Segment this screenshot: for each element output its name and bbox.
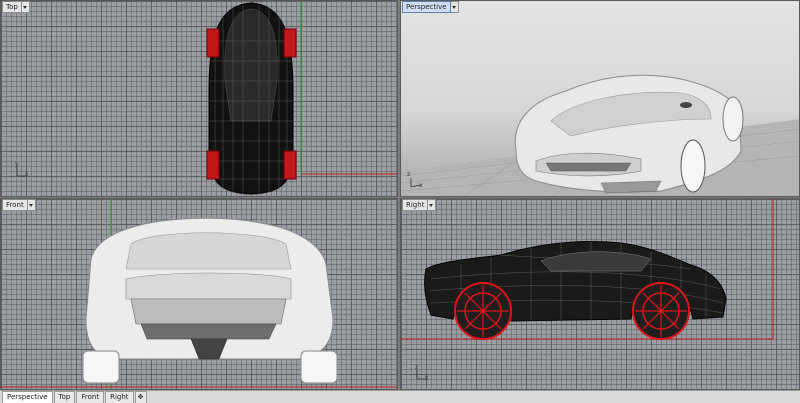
viewport-label[interactable]: Perspective: [402, 1, 451, 13]
wheel-right: [300, 350, 338, 384]
viewport-label[interactable]: Top: [2, 1, 22, 13]
tab-top[interactable]: Top: [53, 391, 76, 403]
tab-perspective[interactable]: Perspective: [2, 391, 53, 403]
viewport-grid: [1, 1, 397, 196]
axis-widget: y x: [11, 161, 31, 181]
add-viewport-icon[interactable]: ✥: [134, 391, 147, 403]
chevron-down-icon[interactable]: [21, 1, 30, 13]
viewport-label[interactable]: Front: [2, 199, 28, 211]
viewport-top[interactable]: Top y x: [0, 0, 398, 197]
front-view-model: [1, 199, 397, 389]
axis-x-label: x: [419, 182, 423, 189]
axis-z-label: z: [407, 171, 411, 178]
viewport-front[interactable]: Front: [0, 198, 398, 390]
axis-z-label: z: [415, 364, 419, 371]
viewport-title-top[interactable]: Top: [2, 1, 30, 13]
top-view-model: [206, 1, 397, 195]
wheel-rear-left: [206, 150, 220, 180]
wheel-rear-right: [283, 150, 297, 180]
right-view-model: [401, 199, 774, 340]
viewport-title-perspective[interactable]: Perspective: [402, 1, 459, 13]
wheel-front-right: [283, 28, 297, 58]
car-body-perspective: [514, 74, 742, 193]
viewport-right[interactable]: Right z y: [400, 198, 800, 390]
viewport-title-right[interactable]: Right: [402, 199, 437, 211]
axis-x-label: x: [25, 171, 29, 178]
viewport-perspective[interactable]: Perspective z x: [400, 0, 800, 197]
axis-widget: z x: [405, 171, 425, 191]
chevron-down-icon[interactable]: [450, 1, 459, 13]
perspective-model: [401, 74, 799, 196]
axis-y-label: y: [15, 161, 19, 168]
tab-front[interactable]: Front: [76, 391, 105, 403]
chevron-down-icon[interactable]: [27, 199, 36, 211]
tab-right[interactable]: Right: [105, 391, 134, 403]
viewport-tab-bar: Perspective Top Front Right ✥: [0, 390, 800, 403]
chevron-down-icon[interactable]: [428, 199, 437, 211]
wheel-front-left: [206, 28, 220, 58]
axis-y-label: y: [425, 374, 429, 381]
viewport-title-front[interactable]: Front: [2, 199, 36, 211]
viewport-label[interactable]: Right: [402, 199, 429, 211]
wheel-left: [82, 350, 120, 384]
axis-widget: z y: [411, 364, 431, 384]
